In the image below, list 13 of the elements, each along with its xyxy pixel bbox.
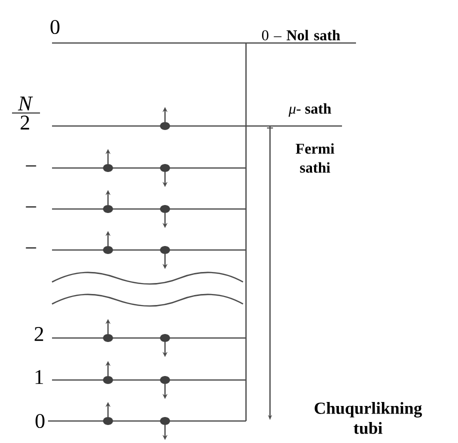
level-label: μ- sath bbox=[288, 103, 332, 117]
level-label: 2 bbox=[34, 327, 44, 341]
level-label: – bbox=[26, 165, 36, 166]
level-label: 0 – Nol sath bbox=[262, 30, 340, 40]
level-label: 0 bbox=[50, 20, 60, 34]
level-label: 1 bbox=[36, 370, 43, 384]
level-label: – bbox=[26, 247, 36, 248]
level-label: Chuqurlikning tubi bbox=[314, 402, 422, 434]
level-label: 0 bbox=[36, 414, 44, 428]
level-label: – bbox=[26, 206, 36, 208]
fraction-denominator: 2 bbox=[20, 116, 30, 130]
level-label: Fermi sathi bbox=[296, 143, 334, 173]
fraction-numerator: N bbox=[18, 96, 33, 110]
